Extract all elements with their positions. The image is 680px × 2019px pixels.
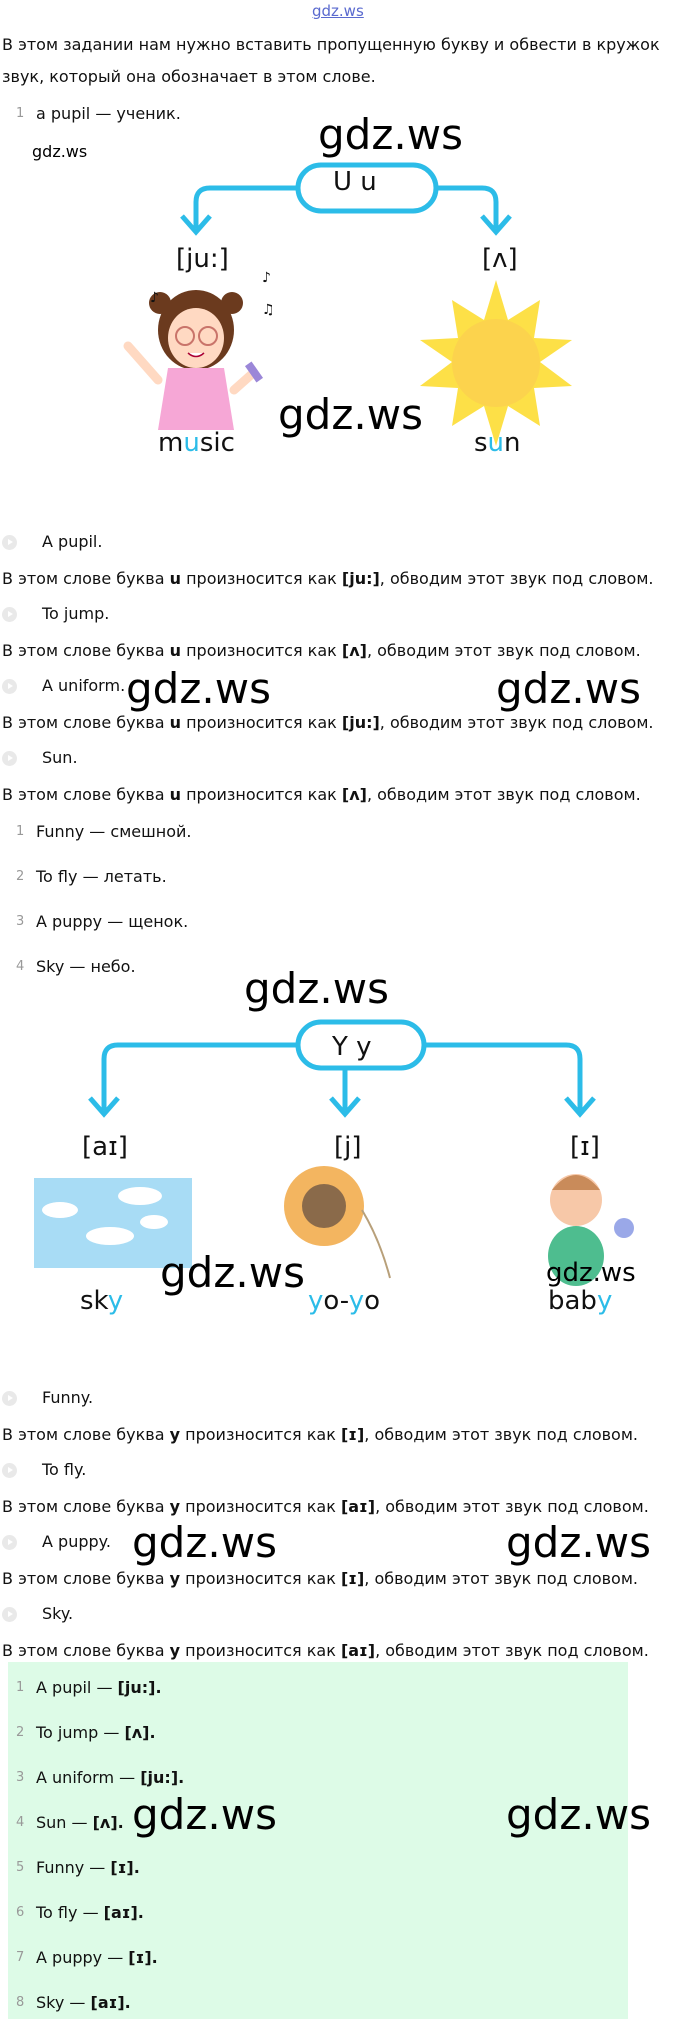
play-icon[interactable] (2, 607, 17, 622)
phoneme-ai: [aɪ] (82, 1132, 128, 1162)
answer-number: 2 (16, 1725, 25, 1740)
watermark: gdz.ws (132, 1518, 277, 1567)
word-sun: sun (474, 428, 521, 458)
list-number: 4 (16, 959, 25, 974)
audio-label: A uniform. (42, 676, 126, 695)
answer-item: A puppy — [ɪ]. (36, 1948, 158, 1967)
letter-y-label: Y y (332, 1032, 372, 1062)
right-arrowhead (564, 1096, 596, 1118)
baby-illustration (548, 1174, 634, 1286)
list-item: To fly — летать. (36, 867, 167, 886)
play-icon[interactable] (2, 1607, 17, 1622)
girl-illustration (123, 290, 264, 430)
intro-line-1: В этом задании нам нужно вставить пропущ… (2, 35, 660, 54)
word-music: music (158, 428, 235, 458)
answer-number: 1 (16, 1680, 25, 1695)
explanation: В этом слове буква u произносится как [ʌ… (2, 641, 641, 660)
audio-label: Funny. (42, 1388, 94, 1407)
watermark: gdz.ws (244, 964, 389, 1013)
letter-y-diagram (34, 1019, 634, 1286)
play-icon[interactable] (2, 1463, 17, 1478)
list-item: Funny — смешной. (36, 822, 192, 841)
play-icon[interactable] (2, 535, 17, 550)
explanation: В этом слове буква y произносится как [a… (2, 1497, 649, 1516)
phoneme-schwa: [ʌ] (482, 244, 518, 274)
watermark: gdz.ws (32, 142, 88, 161)
answer-number: 4 (16, 1815, 25, 1830)
audio-label: To fly. (42, 1460, 87, 1479)
audio-label: Sun. (42, 748, 78, 767)
yoyo-illustration (284, 1166, 391, 1279)
watermark: gdz.ws (126, 664, 271, 713)
middle-arrowhead (329, 1096, 361, 1118)
explanation: В этом слове буква u произносится как [j… (2, 569, 654, 588)
right-arrow (424, 1042, 583, 1110)
left-arrowhead (180, 214, 212, 236)
answer-item: A uniform — [ju:]. (36, 1768, 185, 1787)
answer-number: 7 (16, 1950, 25, 1965)
sun-illustration (420, 280, 572, 446)
answer-item: A pupil — [ju:]. (36, 1678, 162, 1697)
sky-illustration (34, 1178, 192, 1268)
right-arrowhead (480, 214, 512, 236)
audio-label: A pupil. (42, 532, 103, 551)
play-icon[interactable] (2, 751, 17, 766)
watermark: gdz.ws (318, 110, 463, 159)
audio-label: To jump. (42, 604, 110, 623)
answer-item: Sky — [aɪ]. (36, 1993, 131, 2012)
answer-number: 3 (16, 1770, 25, 1785)
watermark: gdz.ws (506, 1518, 651, 1567)
answer-number: 5 (16, 1860, 25, 1875)
explanation: В этом слове буква u произносится как [ʌ… (2, 785, 641, 804)
left-arrowhead (88, 1096, 120, 1118)
audio-label: A puppy. (42, 1532, 111, 1551)
answer-item: To jump — [ʌ]. (36, 1723, 156, 1742)
watermark: gdz.ws (278, 390, 423, 439)
phoneme-ju: [ju:] (176, 244, 229, 274)
left-arrow (101, 1042, 298, 1110)
music-note-icon: ♪ (262, 270, 271, 286)
explanation: В этом слове буква u произносится как [j… (2, 713, 654, 732)
task-number: 1 (16, 106, 25, 121)
answer-number: 8 (16, 1995, 25, 2010)
answer-item: To fly — [aɪ]. (36, 1903, 144, 1922)
right-arrow (436, 185, 499, 228)
watermark: gdz.ws (496, 664, 641, 713)
letter-u-label: U u (333, 167, 377, 197)
watermark: gdz.ws (546, 1258, 636, 1288)
explanation: В этом слове буква y произносится как [ɪ… (2, 1425, 638, 1444)
explanation: В этом слове буква y произносится как [ɪ… (2, 1569, 638, 1588)
left-arrow (193, 185, 298, 228)
audio-label: Sky. (42, 1604, 74, 1623)
play-icon[interactable] (2, 1535, 17, 1550)
explanation: В этом слове буква y произносится как [a… (2, 1641, 649, 1660)
music-note-icon: ♫ (262, 302, 275, 318)
phoneme-j: [j] (334, 1132, 362, 1162)
watermark: gdz.ws (506, 1790, 651, 1839)
answer-item: Funny — [ɪ]. (36, 1858, 140, 1877)
phoneme-i: [ɪ] (570, 1132, 600, 1162)
task-text: a pupil — ученик. (36, 104, 181, 123)
word-yoyo: yo-yo (308, 1286, 381, 1316)
list-number: 1 (16, 824, 25, 839)
watermark: gdz.ws (160, 1248, 305, 1297)
answer-number: 6 (16, 1905, 25, 1920)
play-icon[interactable] (2, 679, 17, 694)
list-number: 2 (16, 869, 25, 884)
music-note-icon: ♪ (150, 290, 159, 306)
watermark: gdz.ws (132, 1790, 277, 1839)
list-item: Sky — небо. (36, 957, 136, 976)
play-icon[interactable] (2, 1391, 17, 1406)
list-number: 3 (16, 914, 25, 929)
intro-line-2: звук, который она обозначает в этом слов… (2, 67, 376, 86)
letter-u-diagram (123, 162, 572, 446)
site-link[interactable]: gdz.ws (312, 2, 364, 20)
list-item: A puppy — щенок. (36, 912, 189, 931)
answer-item: Sun — [ʌ]. (36, 1813, 124, 1832)
word-sky: sky (80, 1286, 124, 1316)
answers-box (8, 1662, 628, 2019)
word-baby: baby (548, 1286, 613, 1316)
